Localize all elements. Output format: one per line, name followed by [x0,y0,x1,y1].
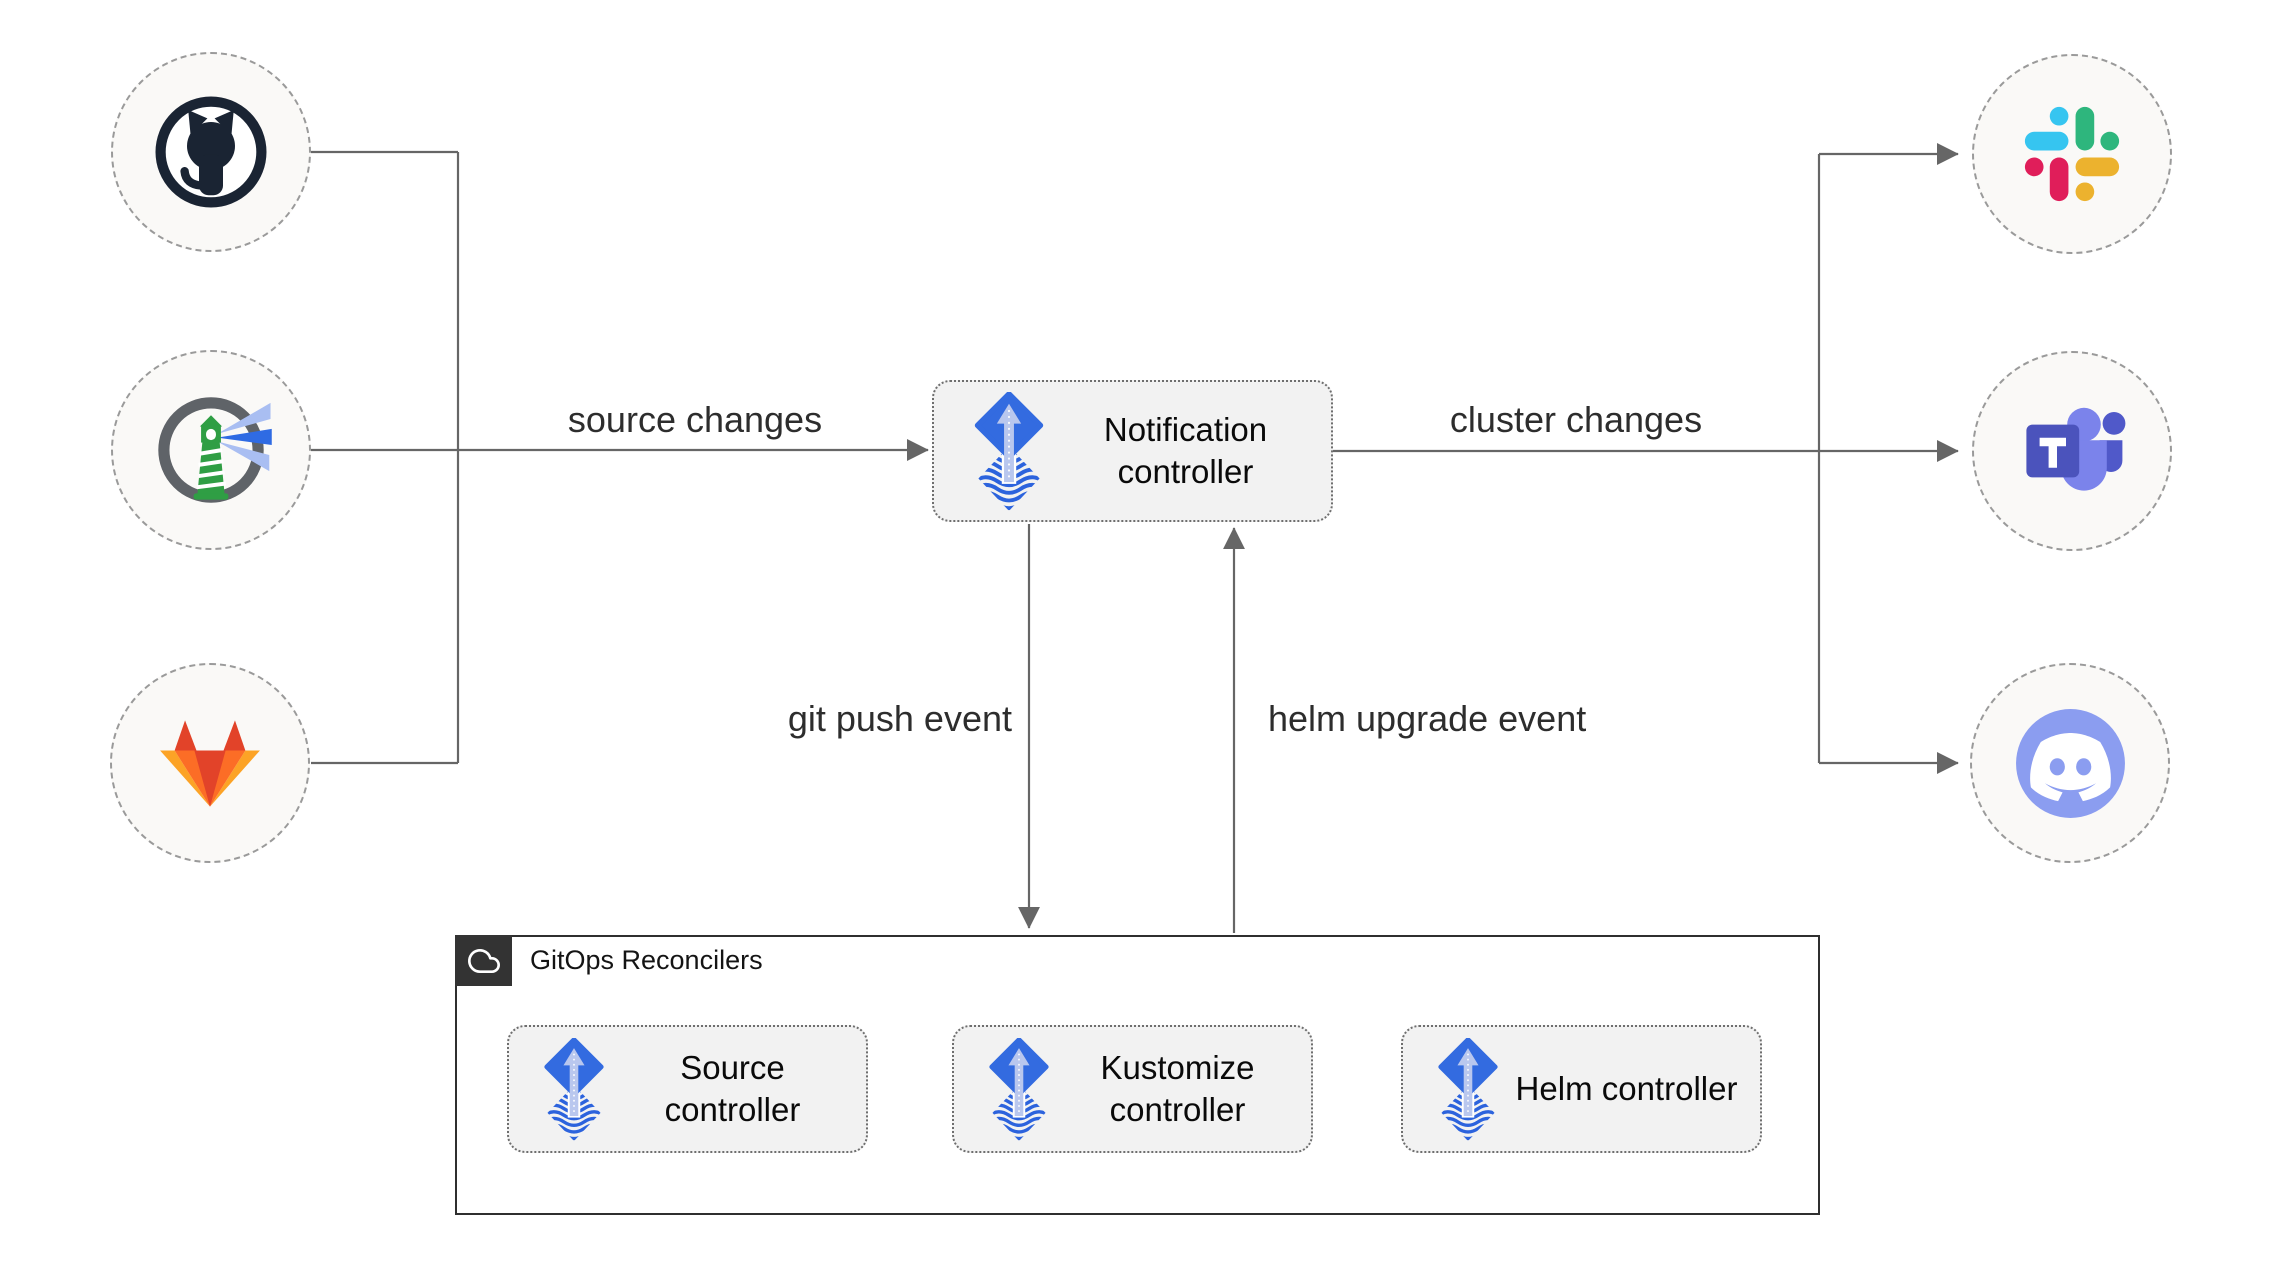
flux-icon [964,392,1054,511]
kustomize-controller-label: Kustomize controller [1100,1049,1255,1128]
flux-icon [535,1038,613,1141]
helm-controller-label: Helm controller [1515,1070,1738,1108]
source-controller-label: Source controller [664,1049,801,1128]
kustomize-controller-box: Kustomize controller [952,1025,1313,1153]
helm-controller-box: Helm controller [1401,1025,1762,1153]
reconcilers-title: GitOps Reconcilers [530,945,763,975]
notification-controller-label: Notification controller [1103,411,1268,490]
harbor-node [111,350,311,550]
slack-icon [2024,106,2120,202]
flux-icon [1429,1038,1507,1141]
slack-node [1972,54,2172,254]
git-push-event-label: git push event [787,698,1012,739]
reconcilers-tab [455,935,512,986]
source-changes-label: source changes [567,399,823,440]
harbor-icon [149,388,273,512]
helm-upgrade-event-label: helm upgrade event [1268,698,1587,739]
gitlab-icon [160,720,260,807]
cluster-changes-label: cluster changes [1449,399,1703,440]
github-node [111,52,311,252]
gitlab-node [110,663,310,863]
github-icon [151,92,271,212]
discord-node [1970,663,2170,863]
microsoft-teams-icon [2026,407,2126,491]
cloud-icon [467,948,500,973]
microsoft-teams-node [1972,351,2172,551]
flux-icon [980,1038,1058,1141]
source-controller-box: Source controller [507,1025,868,1153]
notification-controller-box: Notification controller [932,380,1333,522]
discord-icon [2015,708,2125,818]
